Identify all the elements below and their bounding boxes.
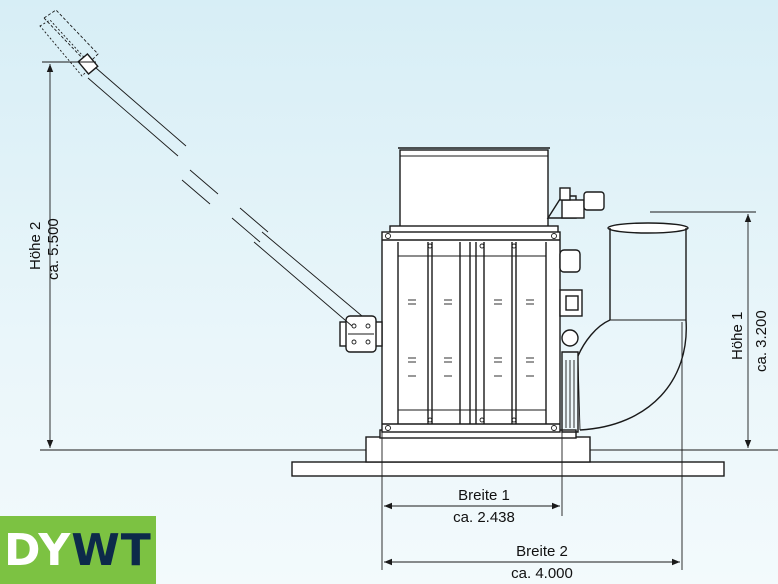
inlet-connection: [339, 315, 383, 353]
discharge-elbow: [577, 222, 689, 431]
hoehe2-value: ca. 5.500: [45, 218, 62, 280]
breite2-value: ca. 4.000: [511, 565, 573, 582]
hoehe2-label: Höhe 2: [27, 222, 44, 270]
dimension-breite2: Breite 2 ca. 4.000: [384, 322, 683, 582]
hoehe1-label: Höhe 1: [729, 312, 746, 360]
hoehe1-value: ca. 3.200: [753, 310, 770, 372]
base-plate: [291, 429, 725, 477]
top-hopper: [389, 147, 559, 235]
inclined-conveyor: [39, 9, 363, 327]
main-housing: [381, 231, 561, 433]
breite1-value: ca. 2.438: [453, 509, 515, 526]
logo-part-wt: WT: [71, 524, 152, 576]
breite2-label: Breite 2: [516, 543, 568, 560]
dimension-hoehe1: Höhe 1 ca. 3.200: [650, 211, 770, 448]
dimension-hoehe2: Höhe 2 ca. 5.500: [27, 61, 96, 448]
side-gear-unit: [559, 249, 583, 433]
drive-motor: [546, 187, 605, 219]
breite1-label: Breite 1: [458, 487, 510, 504]
logo-part-dy: DY: [4, 524, 72, 576]
dimension-breite1: Breite 1 ca. 2.438: [381, 432, 563, 570]
